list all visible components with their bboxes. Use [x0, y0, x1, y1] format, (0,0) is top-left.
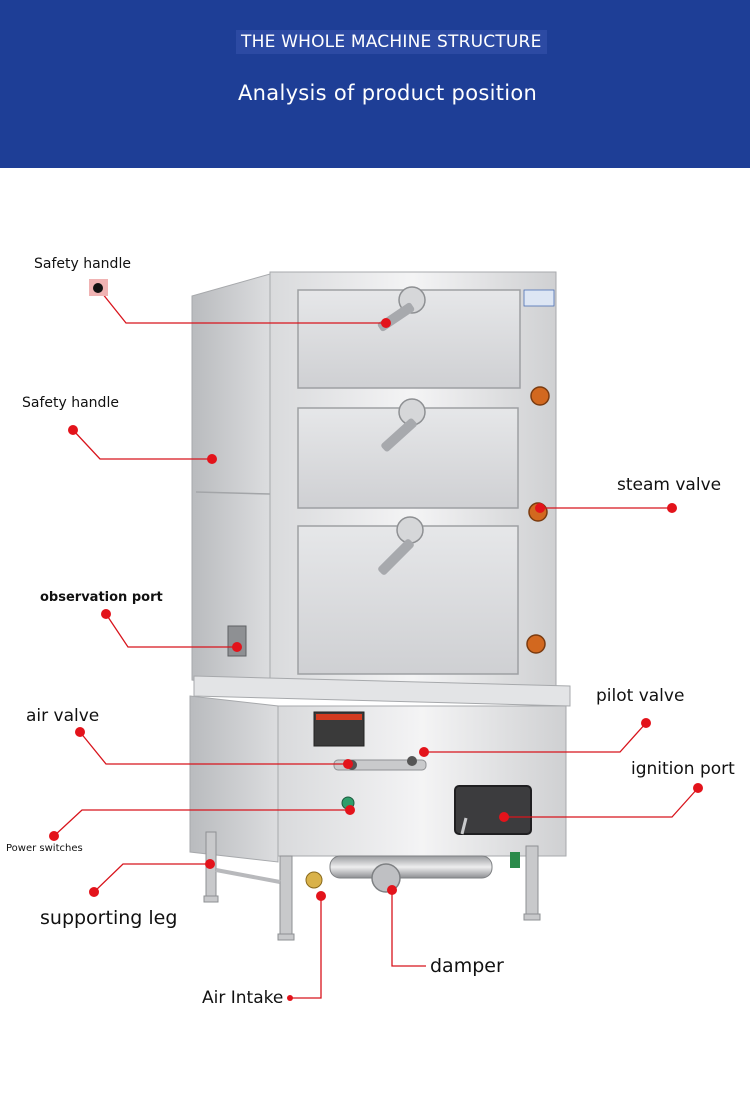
label-power-switches: Power switches — [6, 843, 83, 854]
label-damper: damper — [430, 955, 504, 977]
label-ignition-port: ignition port — [631, 759, 735, 779]
middle-ledge — [193, 675, 571, 707]
steam-valve-knobs — [526, 386, 550, 654]
label-observation-port: observation port — [40, 590, 163, 605]
steamer-machine — [189, 271, 571, 941]
brand-plate — [523, 289, 555, 307]
label-safety-handle-1: Safety handle — [34, 256, 131, 272]
lower-side-panel — [189, 695, 279, 863]
label-supporting-leg: supporting leg — [40, 907, 178, 929]
label-air-intake: Air Intake — [202, 988, 284, 1008]
markers — [49, 279, 703, 1001]
leader-lines — [53, 287, 699, 999]
label-safety-handle-2: Safety handle — [22, 395, 119, 411]
page-title: Analysis of product position — [238, 81, 538, 105]
damper-wheel — [371, 863, 401, 893]
header-eyebrow: THE WHOLE MACHINE STRUCTURE — [236, 30, 547, 54]
door-handle-middle-icon — [381, 398, 426, 452]
label-pilot-valve: pilot valve — [596, 686, 685, 706]
label-air-valve: air valve — [26, 706, 100, 726]
gas-connector — [510, 852, 520, 868]
valve-bar — [333, 759, 427, 771]
gas-valve-brass — [305, 871, 323, 889]
label-steam-valve: steam valve — [617, 475, 722, 495]
door-handle-bottom-icon — [378, 516, 424, 575]
header-banner: THE WHOLE MACHINE STRUCTURE Analysis of … — [0, 0, 750, 168]
side-panel-seam — [195, 491, 271, 495]
ignition-lever — [460, 817, 468, 835]
steamer-diagram — [49, 271, 703, 1001]
ignition-port-window — [454, 785, 532, 835]
burner-pipe — [329, 855, 493, 879]
marker-dot-black — [93, 283, 103, 293]
